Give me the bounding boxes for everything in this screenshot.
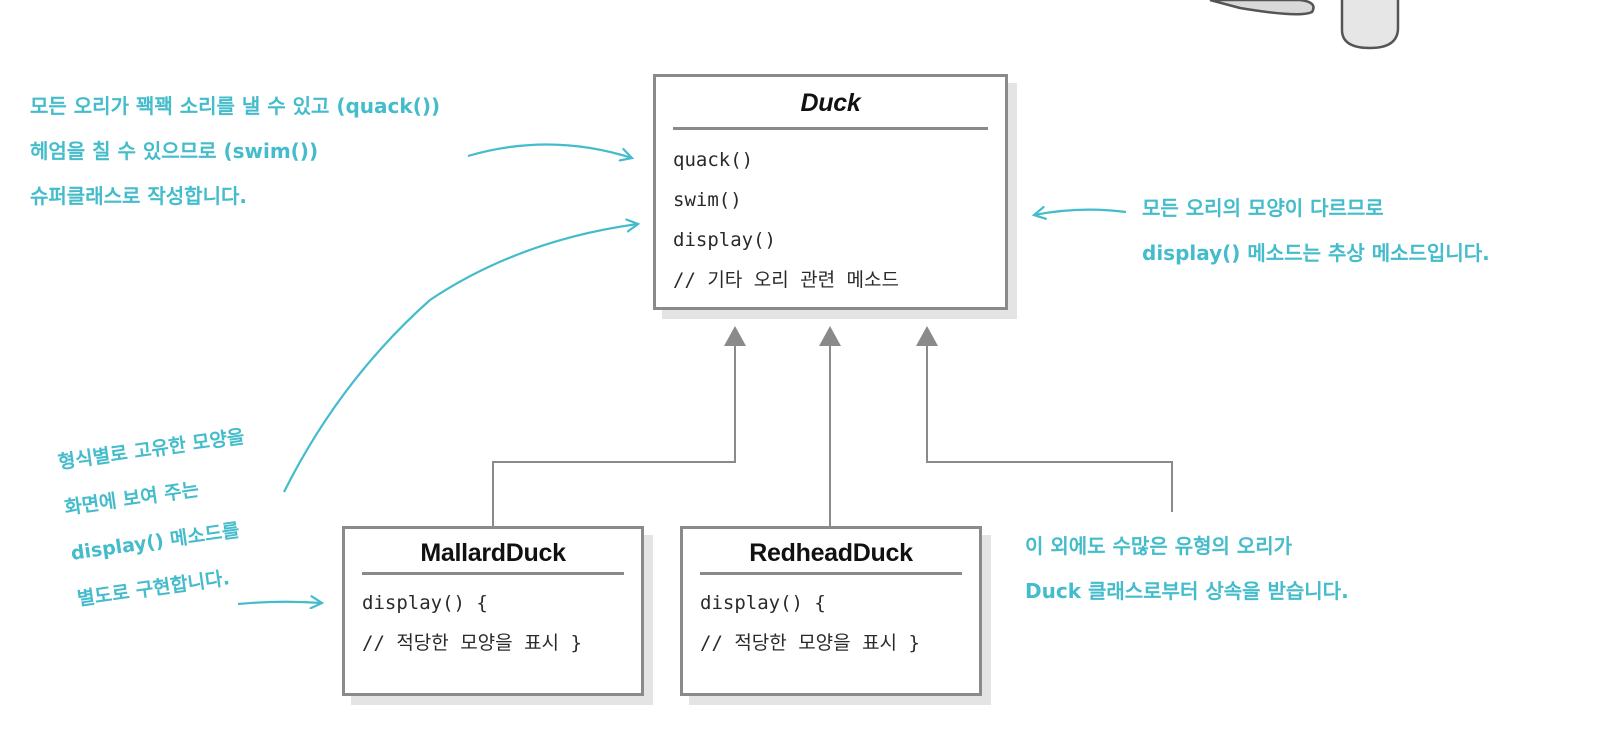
annotation-arrow-display-to-mallard [237, 602, 322, 604]
abstract-display-annotation-line: 모든 오리의 모양이 다르므로 [1142, 196, 1384, 220]
redhead-display-signature: display() { [700, 592, 826, 614]
superclass-annotation-line: 모든 오리가 꽥꽥 소리를 낼 수 있고 (quack()) [30, 94, 441, 118]
superclass-annotation-line: 슈퍼클래스로 작성합니다. [30, 184, 247, 208]
duck-class-box: Duck quack() swim() display() // 기타 오리 관… [653, 74, 1008, 310]
mallard-display-comment: // 적당한 모양을 표시 } [362, 632, 582, 654]
duck-method-swim: swim() [673, 189, 742, 211]
superclass-annotation-line: 헤엄을 칠 수 있으므로 (swim()) [30, 139, 319, 163]
annotation-arrow-display-to-duck [283, 224, 638, 493]
mallard-duck-class-name: MallardDuck [420, 539, 566, 567]
mallard-display-signature: display() { [362, 592, 488, 614]
duck-method-quack: quack() [673, 149, 754, 171]
redhead-duck-class-separator [700, 572, 962, 575]
mallard-duck-class-box: MallardDuck display() { // 적당한 모양을 표시 } [342, 526, 644, 696]
display-override-annotation: 형식별로 고유한 모양을 화면에 보여 주는 display() 메소드를 별도… [55, 414, 267, 622]
inheritance-arrowhead-mallard [724, 326, 746, 346]
subtypes-annotation-line: 이 외에도 수많은 유형의 오리가 [1025, 534, 1293, 558]
abstract-display-annotation-line: display() 메소드는 추상 메소드입니다. [1142, 241, 1490, 265]
inheritance-connector-mallard [492, 344, 736, 526]
annotation-arrow-superclass [467, 143, 632, 158]
mallard-duck-class-separator [362, 572, 624, 575]
inheritance-arrowhead-redhead [819, 326, 841, 346]
duck-class-separator [673, 127, 988, 130]
inheritance-connector-others [926, 344, 1173, 512]
annotation-arrow-abstract [1034, 210, 1127, 215]
duck-method-display: display() [673, 229, 776, 251]
cartoon-fragment-illustration [1209, 0, 1400, 50]
superclass-annotation: 모든 오리가 꽥꽥 소리를 낼 수 있고 (quack()) 헤엄을 칠 수 있… [30, 84, 440, 219]
redhead-duck-class-name: RedheadDuck [749, 539, 913, 567]
redhead-display-comment: // 적당한 모양을 표시 } [700, 632, 920, 654]
redhead-duck-class-box: RedheadDuck display() { // 적당한 모양을 표시 } [680, 526, 982, 696]
inheritance-arrowhead-others [916, 326, 938, 346]
subtypes-annotation-line: Duck 클래스로부터 상속을 받습니다. [1025, 579, 1349, 603]
subtypes-annotation: 이 외에도 수많은 유형의 오리가 Duck 클래스로부터 상속을 받습니다. [1025, 524, 1349, 614]
abstract-display-annotation: 모든 오리의 모양이 다르므로 display() 메소드는 추상 메소드입니다… [1142, 186, 1490, 276]
duck-class-name: Duck [800, 89, 861, 117]
duck-other-methods-comment: // 기타 오리 관련 메소드 [673, 269, 899, 291]
